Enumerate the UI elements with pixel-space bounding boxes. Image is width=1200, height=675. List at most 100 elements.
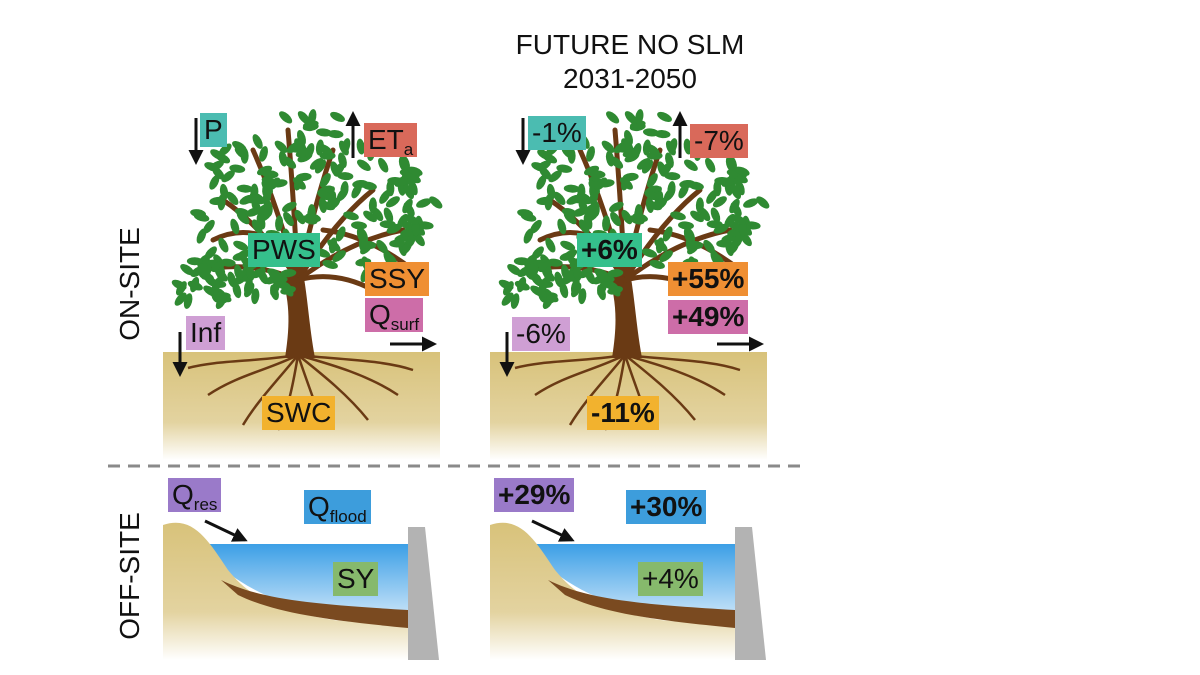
leaf	[383, 252, 397, 265]
leaf	[646, 173, 658, 188]
leaf	[597, 284, 606, 301]
leaf	[583, 203, 598, 216]
value-pws-change: +6%	[577, 233, 642, 267]
label-qres: Qres	[168, 478, 222, 513]
leaf	[215, 294, 227, 310]
leaf	[416, 198, 432, 208]
leaf	[687, 240, 704, 249]
leaf	[678, 221, 694, 230]
leaf	[678, 183, 689, 199]
label-inf: Inf	[186, 316, 226, 350]
leaf	[400, 155, 410, 171]
leaf	[560, 240, 576, 251]
leaf	[556, 164, 573, 173]
root	[624, 354, 696, 421]
leaf	[330, 161, 340, 177]
sediment-layer	[221, 580, 408, 628]
leaf	[644, 190, 660, 201]
leaf	[645, 144, 660, 156]
leaf	[360, 240, 377, 249]
leaf	[314, 159, 327, 174]
leaf	[244, 282, 255, 298]
leaf	[743, 198, 759, 208]
leaf	[236, 184, 253, 193]
leaf	[538, 260, 553, 273]
leaf	[278, 150, 288, 167]
leaf	[270, 284, 279, 301]
value-ssy-change: +55%	[668, 262, 749, 296]
leaf	[385, 196, 400, 208]
leaf	[292, 177, 306, 190]
leaf	[378, 157, 389, 173]
dam-wall	[735, 527, 766, 660]
leaf	[294, 209, 306, 225]
leaf	[219, 183, 229, 200]
leaf	[186, 257, 203, 266]
leaf	[330, 111, 345, 122]
leaf	[663, 187, 676, 202]
leaf	[670, 211, 686, 221]
leaf	[578, 219, 590, 234]
leaf	[268, 270, 283, 282]
value-eta-change: -7%	[690, 124, 748, 158]
leaf	[351, 221, 367, 230]
value-qres-change: +29%	[494, 478, 575, 512]
leaf	[280, 285, 296, 295]
off-site-legend-panel	[163, 519, 439, 660]
leaf	[695, 197, 704, 214]
leaf	[279, 111, 293, 124]
label-eta: ETa	[364, 123, 418, 158]
leaf	[657, 161, 667, 177]
leaf	[530, 219, 542, 234]
leaf	[731, 214, 746, 225]
chart-title-line1: FUTURE NO SLM	[515, 29, 745, 60]
leaf	[668, 138, 678, 154]
leaf	[727, 155, 737, 171]
leaf	[328, 237, 338, 254]
leaf	[226, 191, 239, 205]
leaf	[257, 211, 272, 223]
leaf	[391, 177, 407, 186]
leaf	[357, 159, 371, 171]
leaf	[632, 142, 642, 159]
value-qsurf-change: +49%	[668, 300, 749, 334]
leaf	[619, 177, 633, 190]
leaf	[571, 194, 588, 204]
valley-bank	[163, 522, 408, 660]
leaf	[282, 201, 297, 213]
leaf	[403, 184, 415, 200]
leaf	[187, 280, 203, 291]
root	[187, 353, 299, 370]
leaf	[553, 191, 566, 205]
leaf	[517, 209, 534, 218]
leaf	[609, 201, 624, 213]
leaf	[309, 158, 324, 170]
leaf	[252, 134, 263, 149]
on-site-legend-panel	[163, 109, 443, 460]
leaf	[368, 197, 377, 214]
on-site-label: ON-SITE	[114, 227, 145, 341]
leaf	[623, 130, 634, 146]
leaf	[389, 239, 406, 248]
leaf	[548, 170, 562, 183]
leaf	[514, 280, 530, 291]
leaf	[602, 215, 611, 232]
leaf	[542, 153, 558, 164]
leaf	[175, 281, 187, 296]
leaf	[234, 146, 248, 159]
leaf	[233, 240, 249, 251]
leaf	[317, 190, 333, 201]
leaf	[217, 266, 226, 283]
leaf	[559, 282, 569, 299]
leaf	[594, 177, 608, 191]
leaf	[246, 265, 255, 281]
leaf	[302, 215, 318, 225]
value-qflood-change: +30%	[626, 490, 707, 524]
leaf	[190, 209, 207, 218]
tree-branch	[622, 187, 703, 283]
leaf	[407, 166, 423, 176]
leaf	[338, 152, 347, 169]
leaf	[607, 269, 624, 278]
leaf	[315, 128, 332, 137]
leaf	[305, 142, 315, 159]
